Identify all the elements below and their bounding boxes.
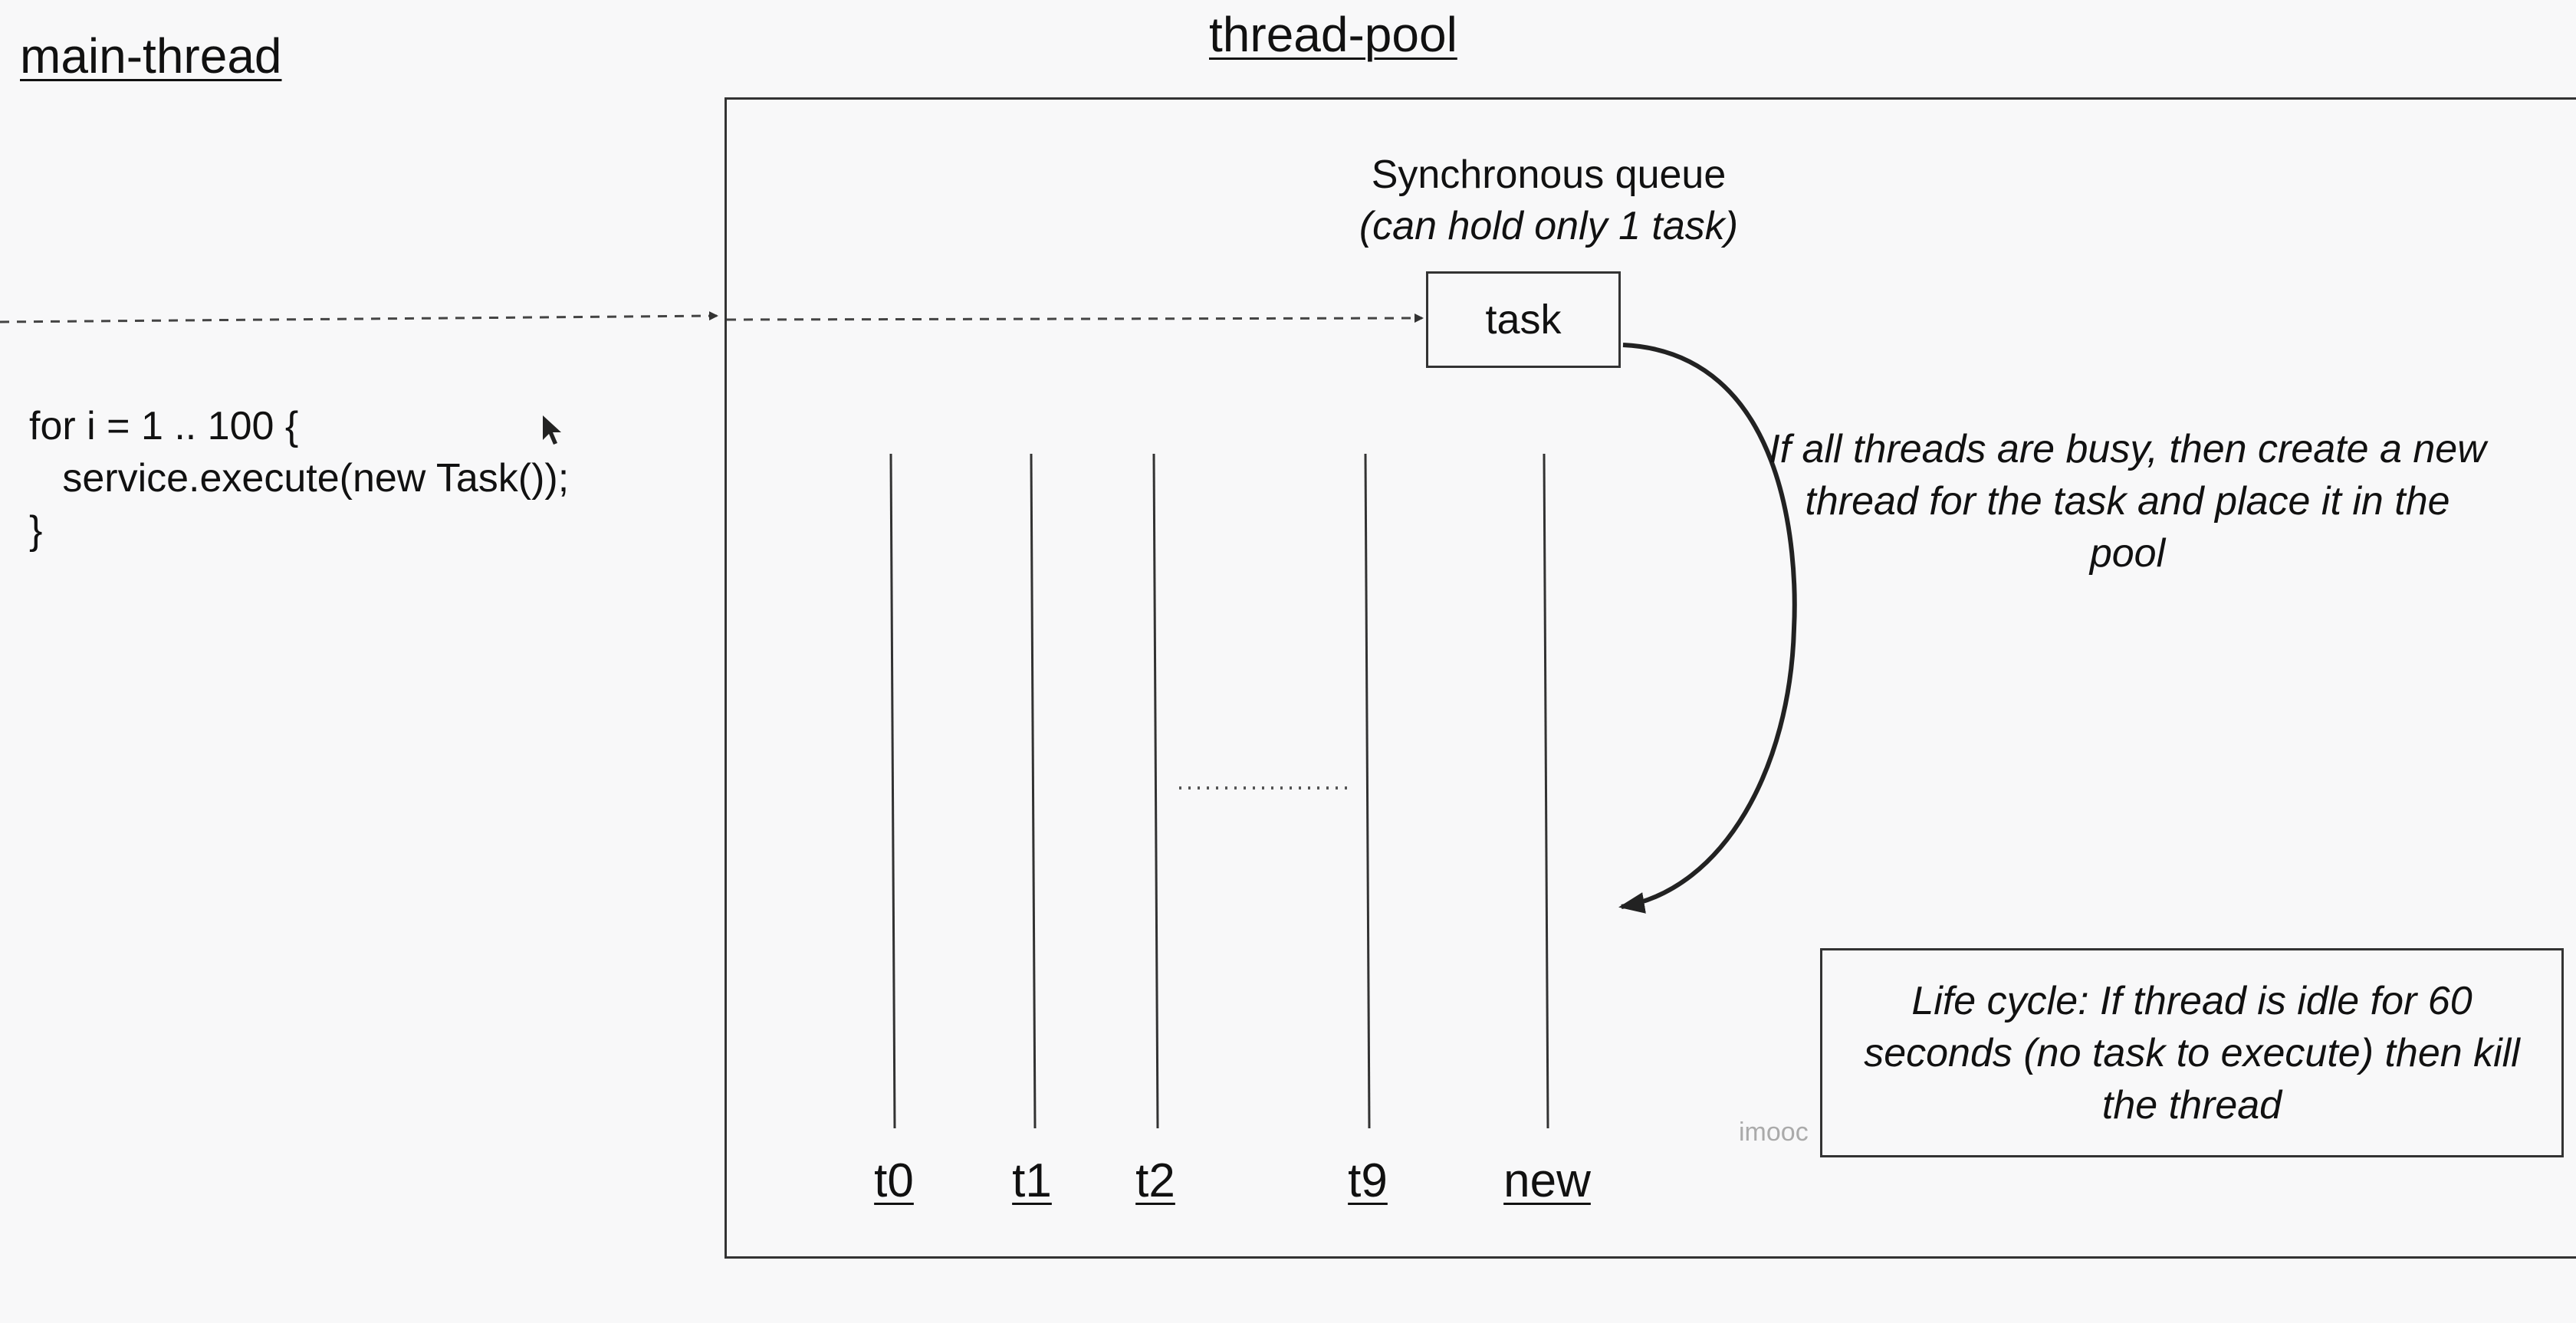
submit-arrow-outer [0,311,718,323]
thread-line-new [1543,453,1549,1129]
thread-line-t9 [1364,453,1371,1129]
code-block: for i = 1 .. 100 { service.execute(new T… [29,400,569,556]
busy-threads-note: If all threads are busy, then create a n… [1769,427,2486,576]
watermark-text: imooc [1739,1118,1809,1147]
code-line-3: } [29,508,43,553]
code-line-1: for i = 1 .. 100 { [29,404,299,448]
queue-subtitle: (can hold only 1 task) [1359,204,1739,248]
thread-pool-box [724,97,2576,1259]
thread-label-t9: t9 [1348,1154,1388,1207]
code-line-2: service.execute(new Task()); [29,456,570,501]
task-box: task [1426,271,1621,368]
main-thread-heading: main-thread [20,28,282,84]
thread-line-t0 [889,453,896,1129]
thread-label-t2: t2 [1135,1154,1175,1207]
thread-label-new: new [1503,1154,1591,1207]
thread-line-t1 [1030,453,1037,1129]
thread-pool-heading: thread-pool [1209,7,1457,62]
task-label: task [1485,297,1562,343]
thread-label-t0: t0 [874,1154,914,1207]
thread-line-t2 [1152,453,1159,1129]
new-thread-curve-arrow [1618,343,1797,914]
submit-arrow-inner [726,314,1424,323]
thread-label-t1: t1 [1012,1154,1052,1207]
life-cycle-box: Life cycle: If thread is idle for 60 sec… [1820,948,2564,1157]
life-cycle-text: Life cycle: If thread is idle for 60 sec… [1864,978,2520,1128]
cursor-icon [543,415,561,445]
queue-title: Synchronous queue [1371,153,1727,197]
